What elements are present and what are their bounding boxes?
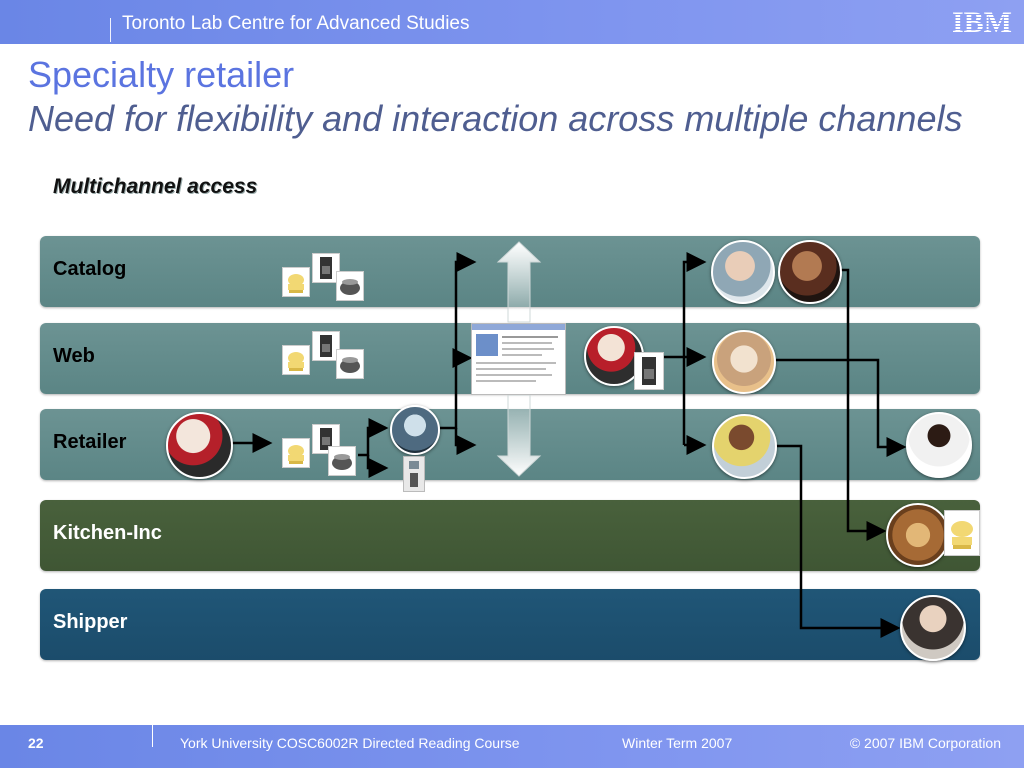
- pickup-customer-photo: [906, 412, 972, 478]
- lane-label-catalog: Catalog: [53, 258, 127, 280]
- arrow-to-pickup-customer: [773, 358, 907, 457]
- lane-label-shipper: Shipper: [53, 611, 128, 633]
- arrow-kiosk-to-catalog: [440, 252, 477, 430]
- stand-mixer-icon: [282, 438, 310, 468]
- lane-kitchen-inc: Kitchen-Inc: [40, 500, 980, 571]
- footer-course: York University COSC6002R Directed Readi…: [180, 735, 520, 751]
- footer-bar: 22 York University COSC6002R Directed Re…: [0, 725, 1024, 768]
- product-cluster-web: [282, 331, 367, 379]
- arrow-kiosk-to-retailer: [454, 428, 477, 455]
- section-label: Multichannel access: [53, 175, 258, 198]
- arrow-to-handheld: [366, 455, 389, 478]
- product-cluster-catalog: [282, 253, 367, 301]
- product-cluster-retailer: [282, 424, 367, 476]
- slide-subtitle: Need for flexibility and interaction acr…: [28, 98, 963, 139]
- slow-cooker-icon: [328, 446, 356, 476]
- footer-copyright: © 2007 IBM Corporation: [849, 735, 1001, 751]
- stand-mixer-icon: [944, 510, 980, 556]
- phone-customer-photo: [711, 240, 775, 304]
- slow-cooker-icon: [336, 349, 364, 379]
- coffee-maker-icon: [312, 253, 340, 283]
- arrow-to-phone-order: [682, 252, 707, 445]
- store-shopper-photo: [712, 414, 777, 479]
- coffee-maker-icon: [312, 424, 340, 454]
- footer-term: Winter Term 2007: [622, 735, 733, 751]
- couple-shopping-photo: [166, 412, 233, 479]
- stand-mixer-icon: [282, 267, 310, 297]
- slide-title: Specialty retailer: [28, 54, 295, 95]
- website-screenshot-icon: [471, 323, 566, 395]
- lane-label-retailer: Retailer: [53, 431, 127, 453]
- stand-mixer-icon: [282, 345, 310, 375]
- slow-cooker-icon: [336, 271, 364, 301]
- ibm-logo-text: IBM: [952, 6, 1012, 36]
- call-center-agent-photo: [778, 240, 842, 304]
- coffee-maker-icon: [312, 331, 340, 361]
- ibm-logo: IBM: [952, 6, 1012, 36]
- kiosk-photo: [390, 405, 440, 455]
- arrow-to-delivery: [774, 444, 901, 638]
- coffee-maker-icon: [634, 352, 664, 390]
- lane-label-web: Web: [53, 345, 95, 367]
- warehouse-photo: [886, 503, 950, 567]
- handheld-device-icon: [403, 456, 425, 492]
- footer-divider: [152, 725, 153, 747]
- channel-switch-arrow: [496, 241, 542, 477]
- arrow-to-warehouse: [838, 268, 887, 541]
- online-shopper-photo: [712, 330, 776, 394]
- lab-title: Toronto Lab Centre for Advanced Studies: [122, 13, 470, 34]
- delivery-person-photo: [900, 595, 966, 661]
- lane-label-kitchen-inc: Kitchen-Inc: [53, 522, 162, 544]
- lane-shipper: Shipper: [40, 589, 980, 660]
- header-divider: [110, 18, 111, 42]
- arrow-to-kiosk: [358, 418, 389, 457]
- header-bar: Toronto Lab Centre for Advanced Studies …: [0, 0, 1024, 44]
- page-number: 22: [28, 735, 44, 751]
